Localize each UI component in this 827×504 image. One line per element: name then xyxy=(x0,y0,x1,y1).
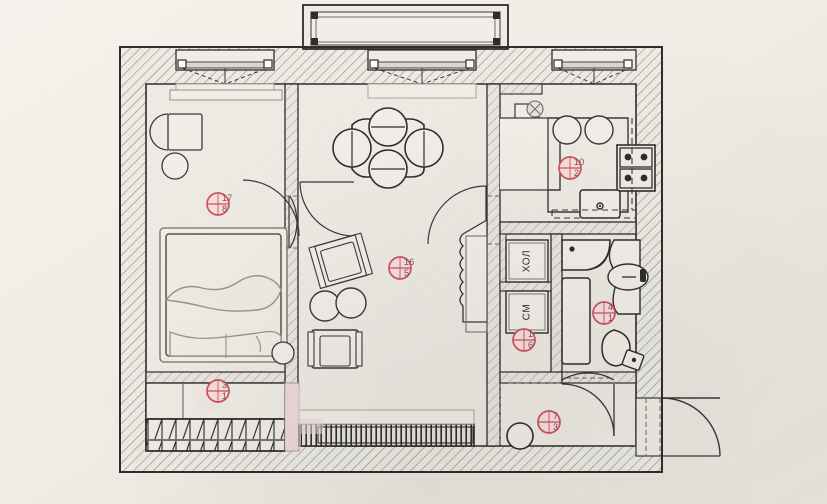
marker-bottom-value: 1 xyxy=(222,391,227,401)
marker-bottom-value: 2 xyxy=(574,168,579,178)
area-marker[interactable]: 10 2 xyxy=(558,156,584,180)
marker-top-value: 10 xyxy=(574,157,584,167)
building-outer-frame xyxy=(119,46,663,473)
area-marker[interactable]: 1 6 xyxy=(512,328,536,352)
toilet xyxy=(601,329,645,371)
area-marker[interactable]: 16 5 xyxy=(388,256,414,280)
marker-bottom-value: 6 xyxy=(528,340,533,350)
marker-top-value: 1 xyxy=(528,329,533,339)
area-marker-group: 17 8 16 5 10 2 4 1 xyxy=(206,156,616,434)
stove-4-burner xyxy=(616,144,656,192)
label-fridge: ХОЛ xyxy=(522,250,533,272)
room-bathroom xyxy=(561,239,649,381)
interior-walls xyxy=(145,83,637,447)
kitchen-sink xyxy=(579,189,621,219)
room-living xyxy=(242,107,488,369)
window-kitchen xyxy=(551,49,637,85)
marker-top-value: 3 xyxy=(222,380,227,390)
marker-bottom-value: 5 xyxy=(404,268,409,278)
marker-top-value: 17 xyxy=(222,193,232,203)
area-marker[interactable]: 3 1 xyxy=(206,379,230,403)
balcony-center xyxy=(298,409,475,447)
corridor-appliance-cells: ХОЛ СМ xyxy=(505,239,549,334)
room-hallway xyxy=(499,382,721,457)
tall-cabinet xyxy=(459,218,488,333)
room-bedroom xyxy=(149,89,298,365)
balcony-top xyxy=(302,4,509,50)
room-kitchen xyxy=(487,100,656,245)
marker-bottom-value: 1 xyxy=(608,313,613,323)
area-marker[interactable]: 17 8 xyxy=(206,192,232,216)
label-washing-machine: СМ xyxy=(522,304,533,321)
marker-bottom-value: 8 xyxy=(222,204,227,214)
marker-top-value: 7 xyxy=(553,411,558,421)
area-marker[interactable]: 4 1 xyxy=(592,301,616,325)
marker-bottom-value: 3 xyxy=(553,422,558,432)
marker-top-value: 4 xyxy=(608,302,613,312)
window-living xyxy=(367,49,477,99)
area-marker[interactable]: 7 3 xyxy=(537,410,561,434)
marker-top-value: 16 xyxy=(404,257,414,267)
